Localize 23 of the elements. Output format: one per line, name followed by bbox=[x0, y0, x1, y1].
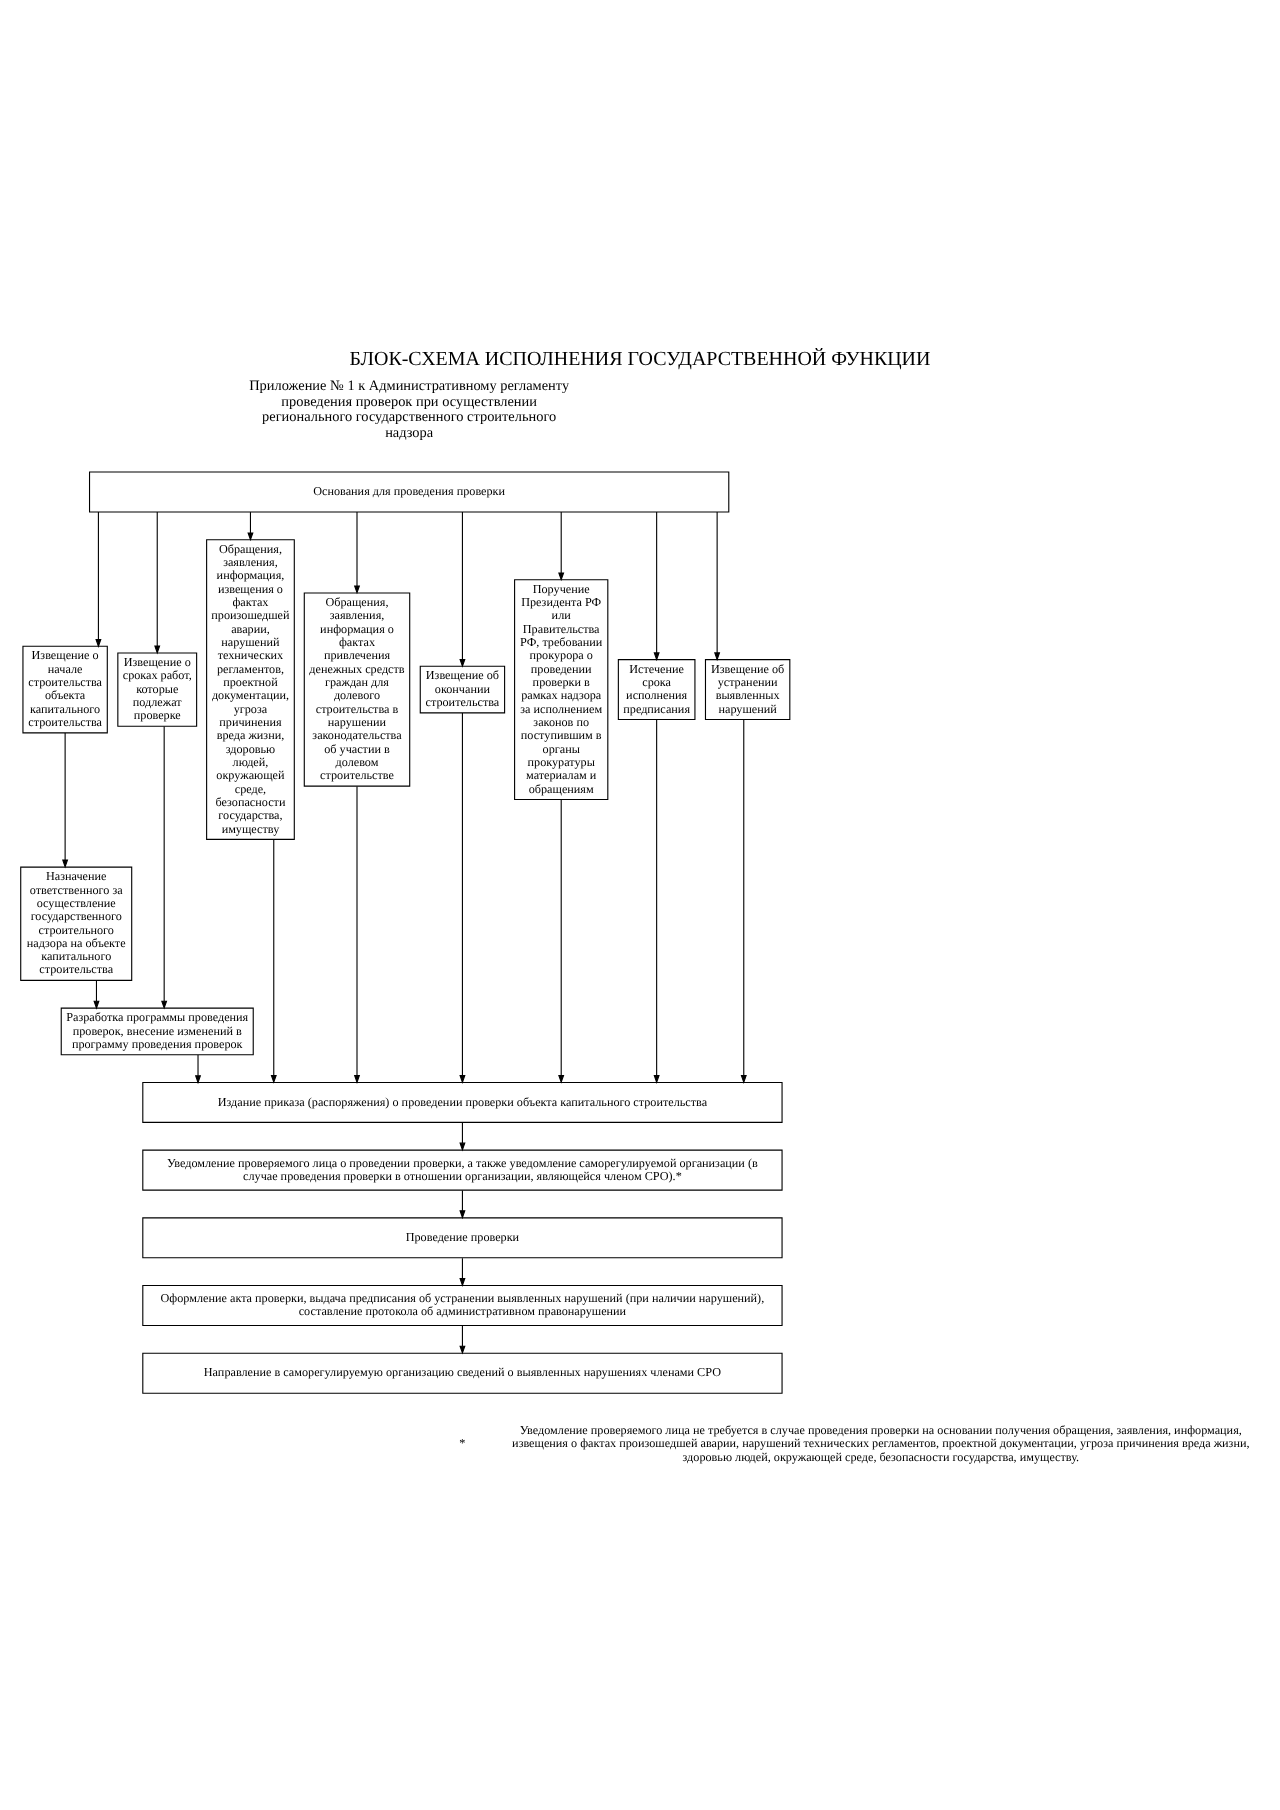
arrow bbox=[95, 510, 102, 647]
arrow bbox=[653, 718, 660, 1083]
arrow bbox=[161, 724, 168, 1009]
diagram-title: БЛОК-СХЕМА ИСПОЛНЕНИЯ ГОСУДАРСТВЕННОЙ ФУНКЦИИ bbox=[349, 347, 931, 370]
arrow bbox=[714, 510, 721, 661]
arrow bbox=[194, 1053, 202, 1084]
arrow bbox=[459, 1188, 466, 1219]
arrow bbox=[154, 510, 161, 654]
arrow bbox=[740, 718, 747, 1083]
arrow bbox=[459, 1324, 466, 1354]
arrow bbox=[558, 510, 565, 581]
arrow bbox=[270, 837, 277, 1083]
arrow bbox=[653, 510, 660, 661]
arrow bbox=[459, 510, 466, 667]
arrow bbox=[353, 510, 361, 594]
arrow bbox=[62, 731, 69, 868]
arrow bbox=[459, 711, 466, 1083]
arrow bbox=[558, 798, 565, 1083]
arrow bbox=[459, 1256, 466, 1286]
arrow bbox=[93, 978, 100, 1009]
arrow bbox=[247, 510, 254, 541]
arrow bbox=[459, 1121, 466, 1151]
arrow bbox=[353, 784, 361, 1083]
